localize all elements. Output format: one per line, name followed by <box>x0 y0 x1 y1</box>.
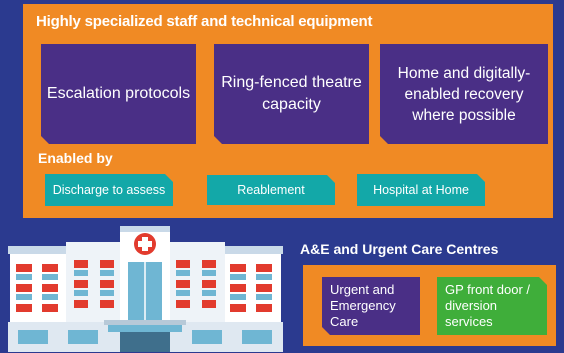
ae-urgent-care-title: A&E and Urgent Care Centres <box>300 241 499 257</box>
reablement-tag: Reablement <box>207 175 335 205</box>
hospital-building-icon <box>8 226 283 352</box>
gp-front-door-box: GP front door / diversion services <box>437 277 547 335</box>
urgent-emergency-care-box: Urgent and Emergency Care <box>322 277 420 335</box>
panel-title: Highly specialized staff and technical e… <box>36 13 373 30</box>
enabled-by-title: Enabled by <box>38 150 113 166</box>
ring-fenced-theatre-box: Ring-fenced theatre capacity <box>214 44 369 144</box>
hospital-at-home-tag: Hospital at Home <box>357 174 485 206</box>
discharge-to-assess-tag: Discharge to assess <box>45 174 173 206</box>
escalation-protocols-box: Escalation protocols <box>41 44 196 144</box>
home-recovery-box: Home and digitally-enabled recovery wher… <box>380 44 548 144</box>
